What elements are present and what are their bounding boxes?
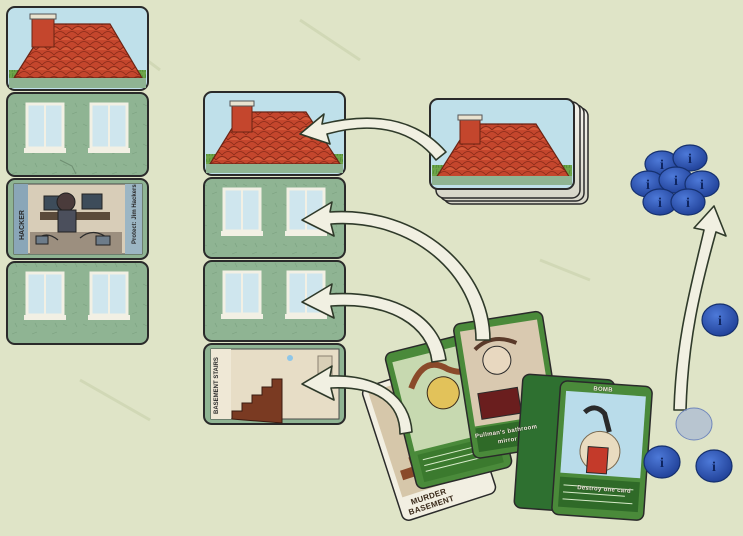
left-room-card[interactable] <box>6 178 149 260</box>
arrows <box>299 113 727 435</box>
token-symbol: i <box>674 174 678 189</box>
token-loose-2[interactable]: i <box>695 449 733 483</box>
token[interactable]: i <box>672 144 708 172</box>
arrow-floor-2 <box>301 283 447 363</box>
middle-roof-card[interactable] <box>203 91 346 176</box>
token-symbol: i <box>646 178 650 193</box>
middle-house <box>203 91 346 425</box>
arrow-token <box>673 205 727 411</box>
arrow-floor-1 <box>301 201 491 341</box>
token-loose-1[interactable]: i <box>643 445 681 479</box>
token-pile[interactable]: i i i i i i i <box>630 144 720 216</box>
middle-basement-card[interactable] <box>203 343 346 425</box>
token-symbol: i <box>660 456 664 471</box>
token-ghost <box>675 407 713 441</box>
roof-card-stack[interactable] <box>429 98 589 205</box>
token-symbol: i <box>688 152 692 167</box>
token-symbol: i <box>686 196 690 211</box>
token[interactable]: i <box>670 188 706 216</box>
token-symbol: i <box>658 196 662 211</box>
arrow-basement <box>301 365 413 435</box>
token-on-path[interactable]: i <box>701 303 739 337</box>
hacker-card-title: HACKER <box>19 210 26 240</box>
left-window-floor-1[interactable] <box>6 92 149 177</box>
hacker-card-text: Protect: Jim Hackers <box>132 184 138 244</box>
basement-card-title: BASEMENT STAIRS <box>214 357 220 414</box>
middle-window-floor-1[interactable] <box>203 177 346 259</box>
token-symbol: i <box>712 460 716 475</box>
left-roof-card[interactable] <box>6 6 149 91</box>
token-symbol: i <box>718 314 722 329</box>
arrow-roof <box>299 113 447 161</box>
token-symbol: i <box>700 178 704 193</box>
left-house <box>6 6 149 345</box>
middle-window-floor-2[interactable] <box>203 260 346 342</box>
token-symbol: i <box>660 158 664 173</box>
hand-card-bomb[interactable] <box>513 373 653 521</box>
left-window-floor-2[interactable] <box>6 261 149 345</box>
